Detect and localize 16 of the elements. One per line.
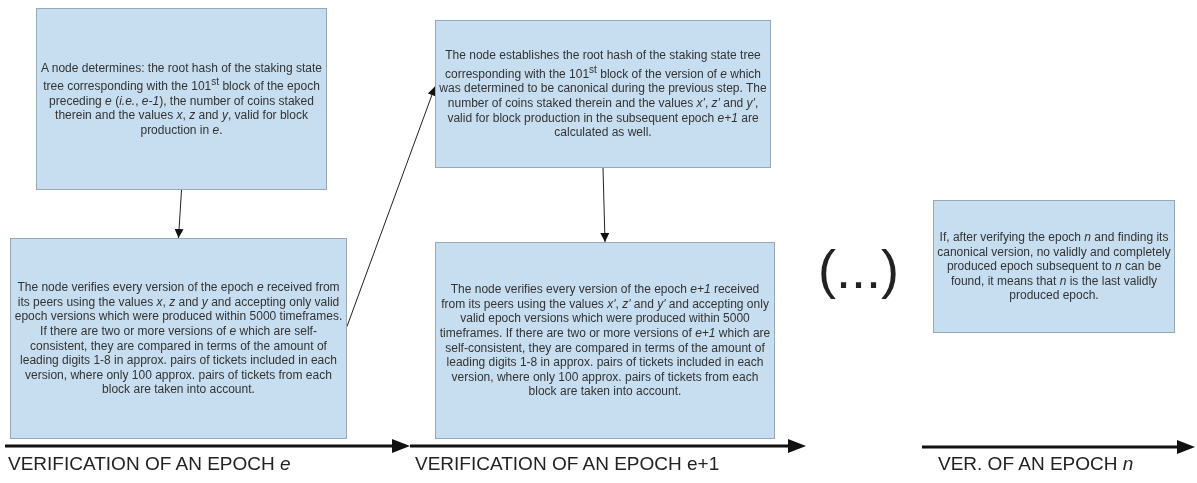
box-text: The node verifies every version of the epoch e+1 received from its peers using the values x', z' and y' and accepting only valid epoch versions which were produced within 5000 timeframes. If there are two or more versions of e+1 which are self-consistent, they are compared in terms of the amount of leading digits 1-8 in approx. pairs of tickets included in each version, where only 100 approx. pairs of tickets from each block are taken into account. <box>439 282 771 399</box>
arrow <box>600 167 610 243</box>
axis-label: VERIFICATION OF AN EPOCH e <box>8 453 291 475</box>
process-box <box>435 20 771 168</box>
box-text: If, after verifying the epoch n and finding its canonical version, no validly and completely produced epoch subsequent to n can be found, it means that n is the last validly produced epoch. <box>937 230 1171 303</box>
process-box <box>435 242 775 439</box>
box-text: The node verifies every version of the epoch e received from its peers using the values x, z and y and accepting only valid epoch versions which were produced within 5000 timeframes. If there are two or more versions of e which are self-consistent, they are compared in terms of the amount of leading digits 1-8 in approx. pairs of tickets included in each version, where only 100 approx. pairs of tickets from each block are taken into account. <box>14 280 343 397</box>
process-box <box>933 200 1175 333</box>
arrow <box>346 86 437 327</box>
ellipsis-text: (...) <box>818 238 899 300</box>
axis-label: VER. OF AN EPOCH n <box>938 453 1134 475</box>
process-box <box>36 8 327 190</box>
arrow <box>174 189 184 239</box>
axis-label: VERIFICATION OF AN EPOCH e+1 <box>415 453 720 475</box>
box-text: The node establishes the root hash of the staking state tree corresponding with the 101$^{st}$ block of the version of e which was determined to be canonical during the previous step. The number of coins staked therein and the values x', z' and y', valid for block production in the subsequent epoch e+1 are calculated as well. <box>439 48 767 140</box>
process-box <box>10 238 347 439</box>
